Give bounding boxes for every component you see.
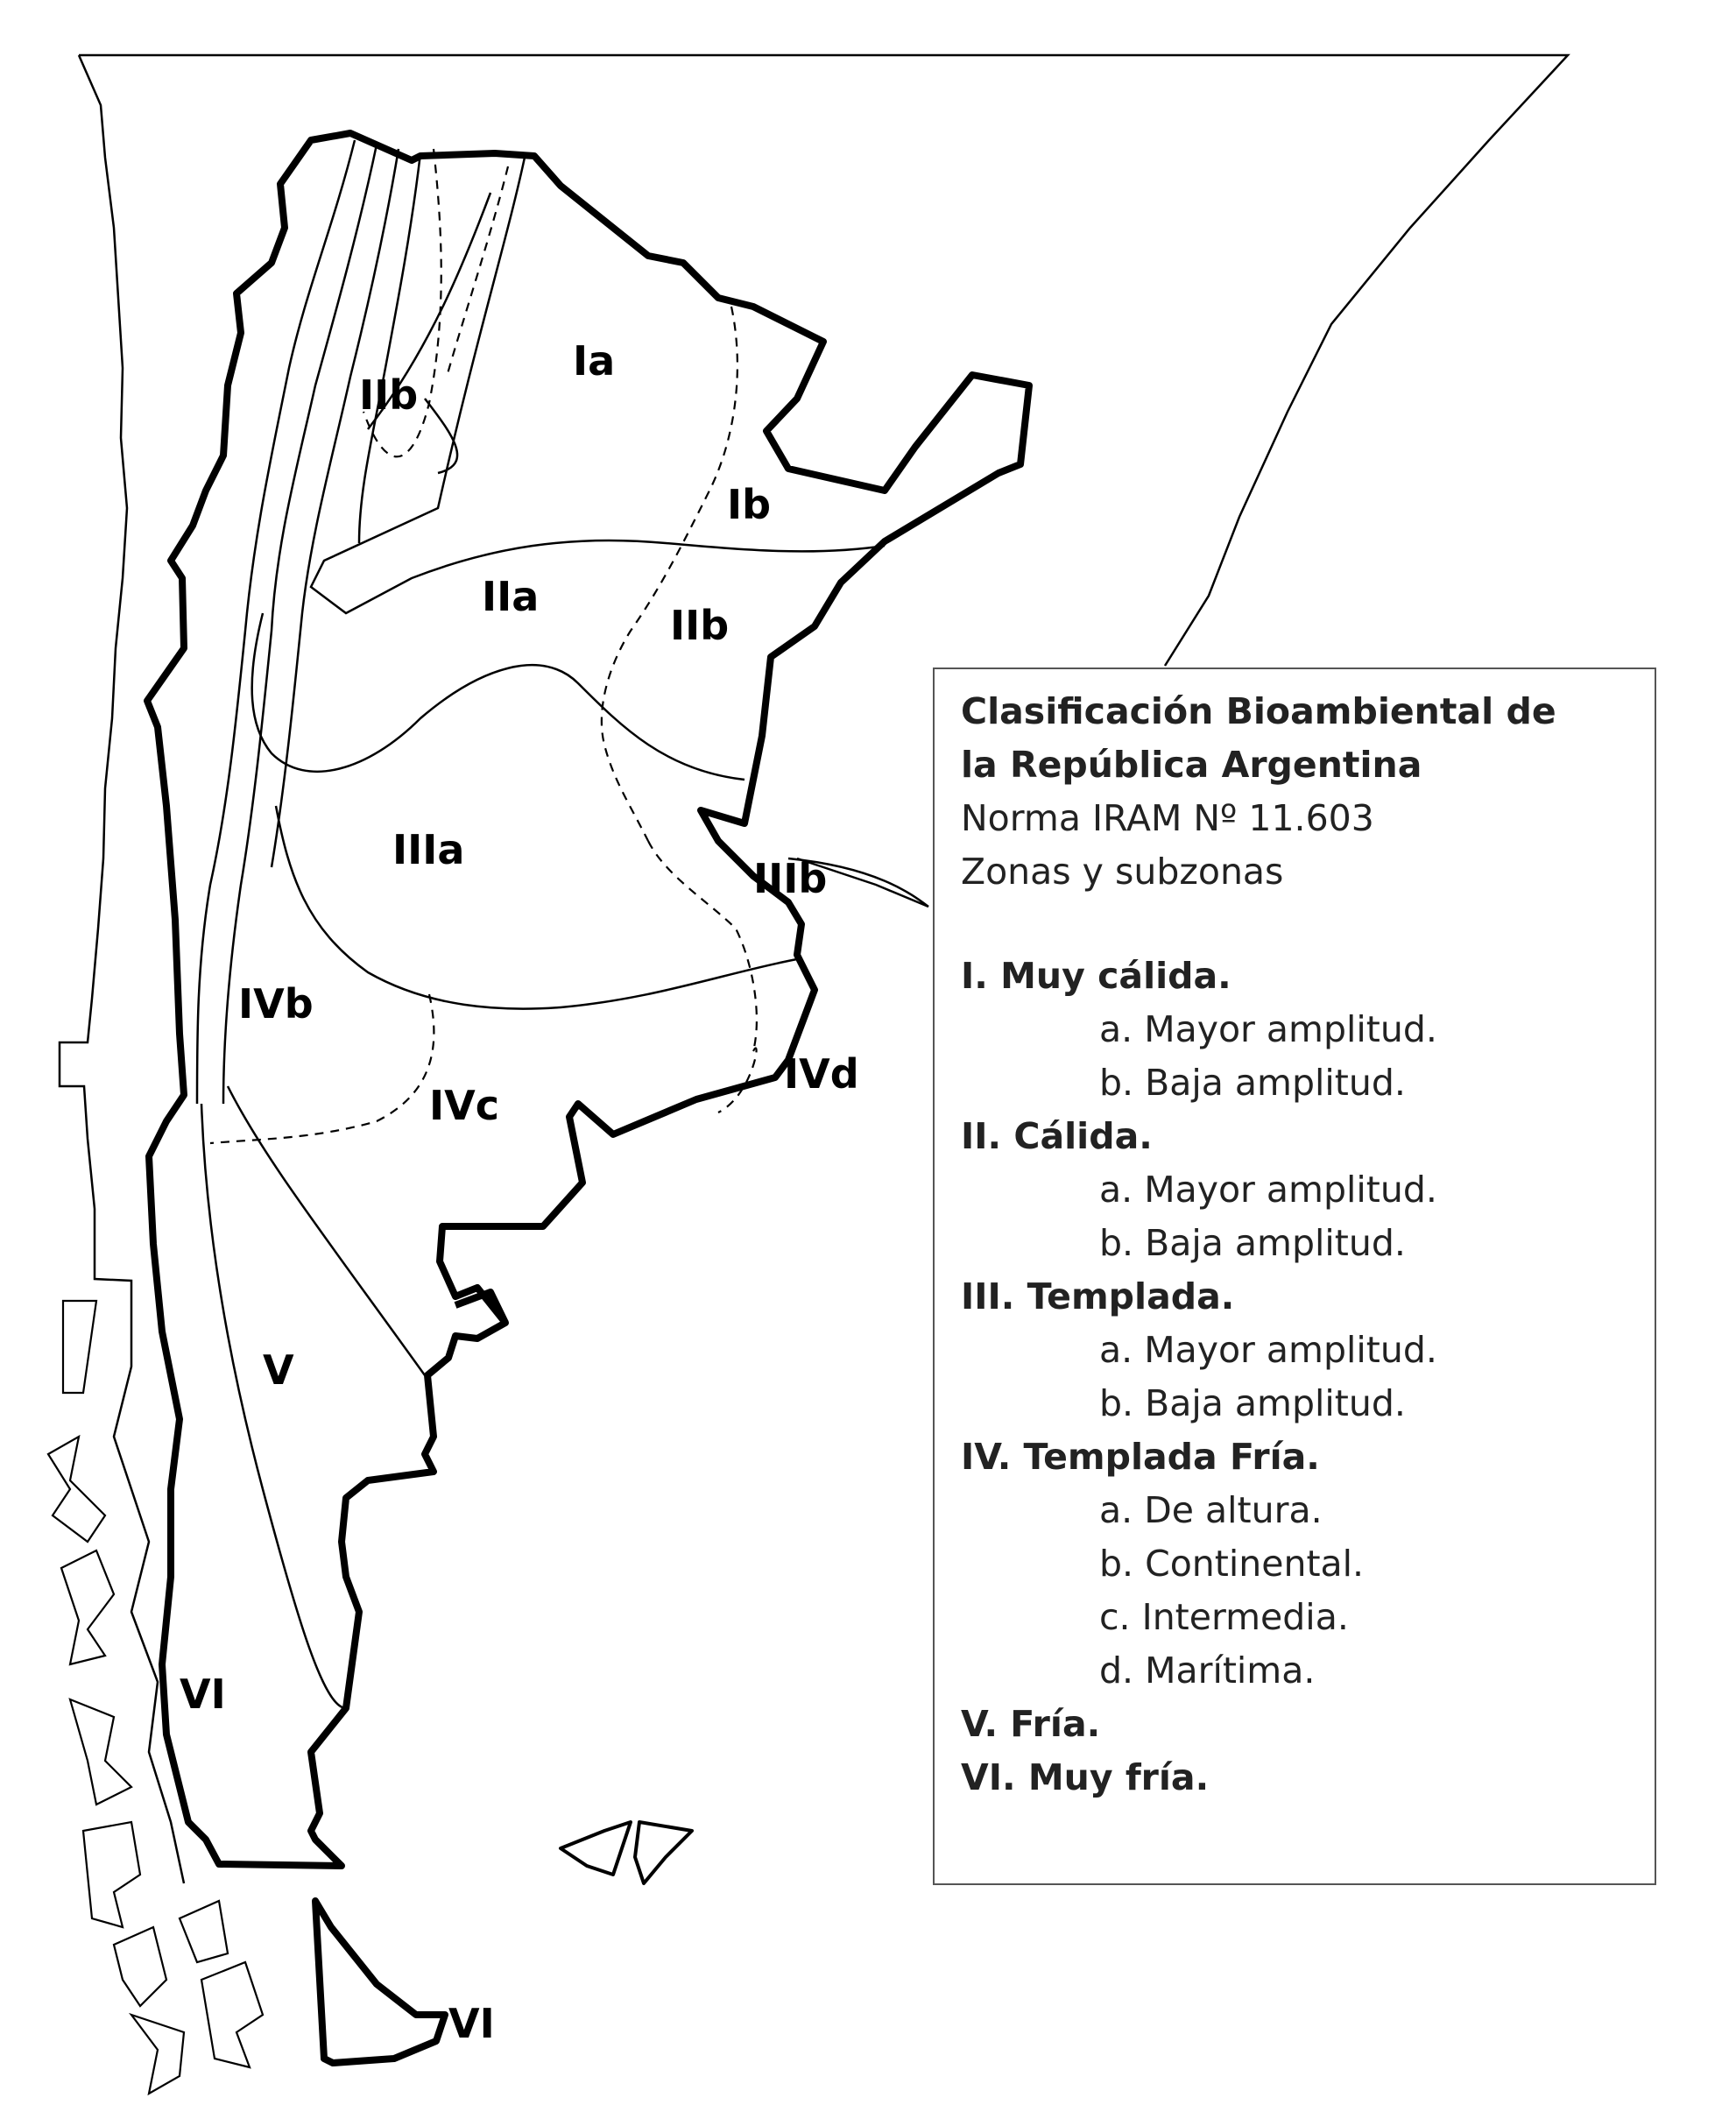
legend-subtitle: Zonas y subzonas: [961, 851, 1284, 893]
ia-ib-boundary: [600, 306, 738, 842]
legend-norm: Norma IRAM Nº 11.603: [961, 797, 1374, 839]
legend-subzone-item: b. Baja amplitud.: [1099, 1382, 1406, 1424]
uruguay-border: [796, 857, 929, 908]
argentina-mainland-outline: [144, 130, 1033, 1869]
northern-neighbor-border: [79, 53, 1570, 667]
iiia-iiib-boundary: [647, 840, 758, 1052]
iia-iiia-boundary: [251, 612, 745, 781]
zone-label-vi-south: VI: [448, 2000, 495, 2047]
legend-subzone-item: a. Mayor amplitud.: [1099, 1008, 1437, 1050]
legend-zone-item: I. Muy cálida.: [961, 955, 1231, 997]
iiia-ivb-boundary: [274, 805, 798, 1010]
legend-title-line1: Clasificación Bioambiental de: [961, 690, 1556, 732]
zone-label-vi-west: VI: [180, 1671, 226, 1718]
legend-zone-item: III. Templada.: [961, 1275, 1235, 1317]
legend-box: Clasificación Bioambiental de la Repúbli…: [933, 668, 1656, 1885]
chile-coastline: [58, 54, 186, 1884]
zone-label-ib: Ib: [727, 481, 771, 528]
cape-outline: [454, 1289, 509, 1324]
zone-labels: Ia IIb Ib IIa IIb IIIa IIIb IVb IVd IVc …: [180, 337, 859, 2047]
zone-label-iia: IIa: [482, 573, 539, 620]
zone-label-ia: Ia: [573, 337, 615, 385]
v-boundary-northwest: [226, 1085, 427, 1376]
legend-subzone-item: b. Baja amplitud.: [1099, 1222, 1406, 1264]
legend-subzone-item: a. Mayor amplitud.: [1099, 1329, 1437, 1371]
iib-ia-boundary: [445, 166, 510, 378]
ivc-ivd-boundary: [717, 1047, 758, 1113]
chilean-islands: [46, 1299, 265, 2096]
legend-zone-item: VI. Muy fría.: [961, 1756, 1210, 1798]
zone-label-iib-north: IIb: [359, 371, 418, 419]
neighbor-borders: [58, 53, 1570, 1884]
ivb-ivc-boundary: [209, 993, 435, 1145]
legend-title-line2: la República Argentina: [961, 744, 1422, 786]
iib-north-boundary: [362, 148, 442, 458]
malvinas-islands: [559, 1820, 694, 1885]
zone-label-iiib: IIIb: [753, 855, 827, 902]
zone-boundaries-solid: [195, 139, 929, 1710]
zone-label-iib-east: IIb: [670, 602, 729, 649]
legend-subzone-item: c. Intermedia.: [1099, 1596, 1349, 1638]
legend-spacer: [961, 899, 1655, 950]
zone-label-ivb: IVb: [238, 980, 314, 1028]
legend-zone-item: IV. Templada Fría.: [961, 1436, 1320, 1478]
legend-zone-list: I. Muy cálida. a. Mayor amplitud. b. Baja …: [961, 950, 1655, 1805]
zone-boundaries-dashed: [209, 148, 758, 1145]
legend-zone-item: II. Cálida.: [961, 1115, 1153, 1157]
legend-subzone-item: d. Marítima.: [1099, 1649, 1316, 1692]
iia-iib-boundary: [424, 398, 459, 475]
zone-label-v: V: [263, 1346, 294, 1394]
legend-subzone-item: b. Baja amplitud.: [1099, 1062, 1406, 1104]
argentina-border: [144, 130, 1033, 2066]
zone-label-ivc: IVc: [429, 1082, 499, 1129]
legend-subzone-item: a. De altura.: [1099, 1489, 1323, 1531]
legend-subzone-item: b. Continental.: [1099, 1543, 1365, 1585]
legend-zone-item: V. Fría.: [961, 1703, 1101, 1745]
iia-north-boundary: [309, 152, 886, 615]
legend-subzone-item: a. Mayor amplitud.: [1099, 1169, 1437, 1211]
tierra-del-fuego-outline: [312, 1897, 448, 2066]
zone-label-ivd: IVd: [784, 1050, 859, 1098]
zone-label-iiia: IIIa: [392, 826, 464, 873]
v-vi-boundary: [200, 1103, 347, 1710]
